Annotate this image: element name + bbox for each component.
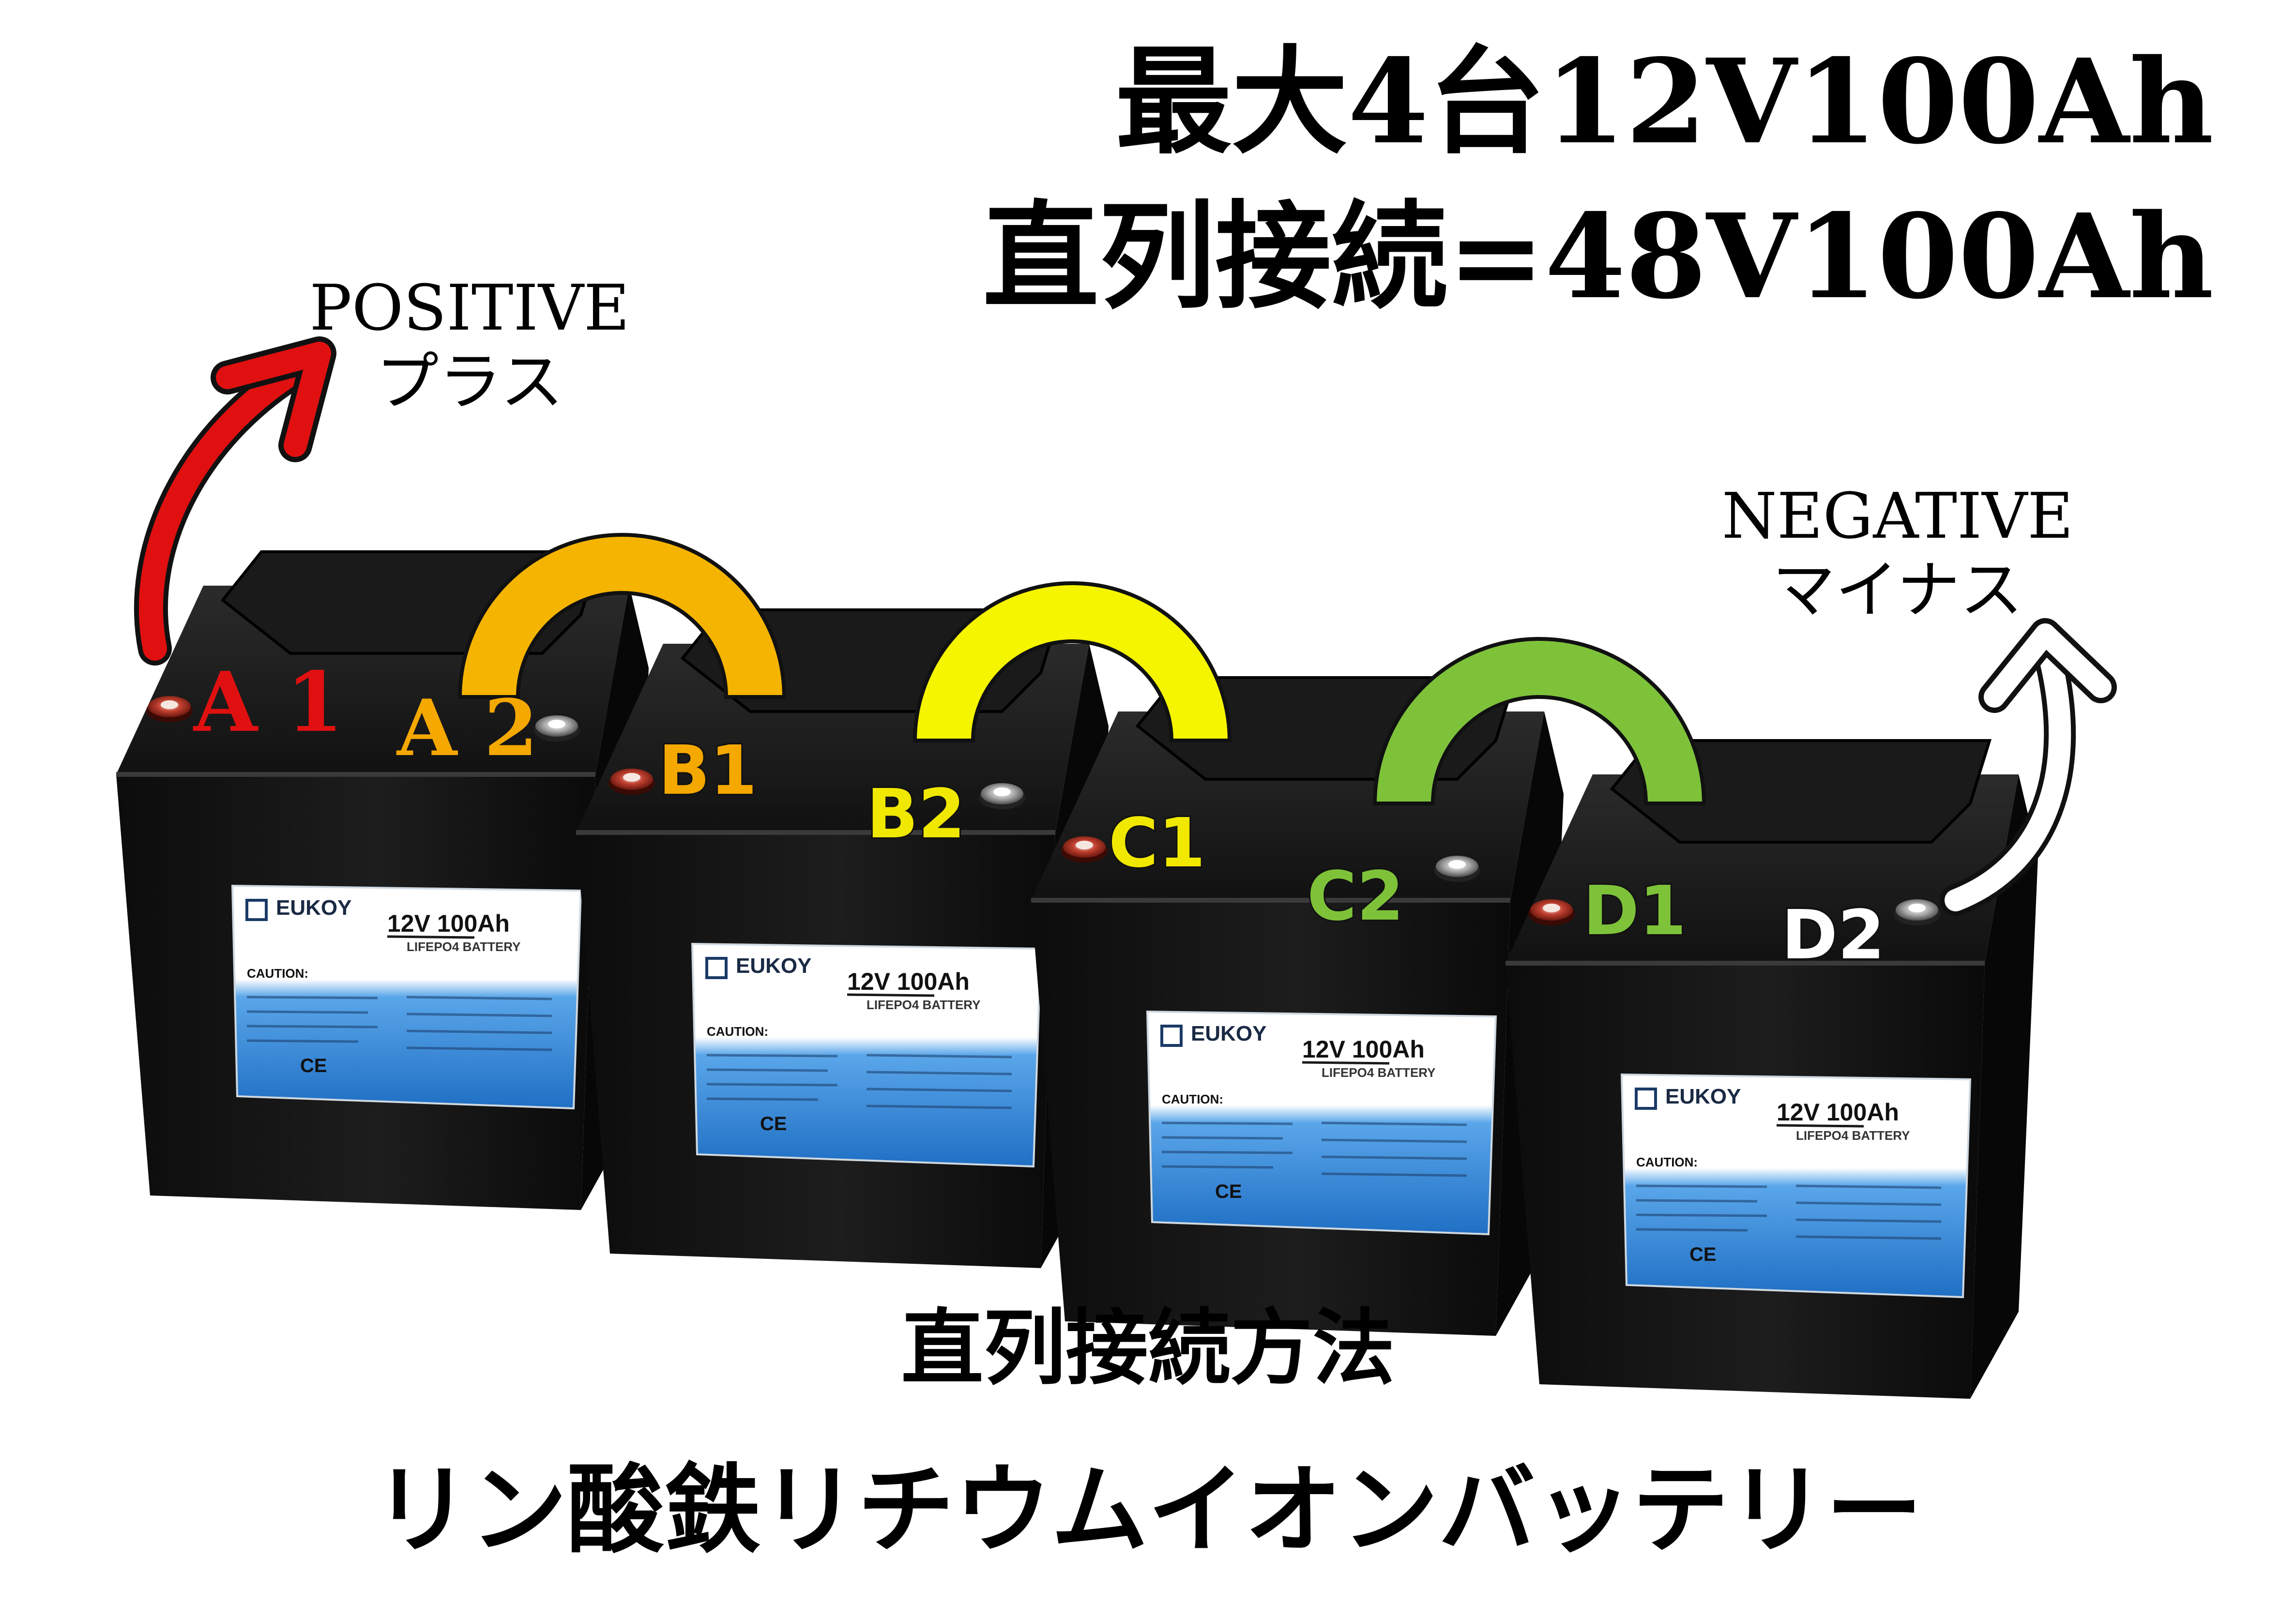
battery-model: 12V 100Ah	[1302, 1036, 1425, 1063]
battery-b: EUKOY 12V 100Ah LIFEPO4 BATTERY CAUTION:…	[576, 610, 1109, 1268]
negative-arrow	[1940, 618, 2117, 916]
battery-c-label: EUKOY 12V 100Ah LIFEPO4 BATTERY CAUTION:…	[1162, 1022, 1435, 1202]
title-line-1: 最大4台12V100Ah	[1115, 33, 2214, 170]
label-d2: D2	[1781, 896, 1885, 975]
terminal-c2	[1434, 856, 1480, 882]
jumper-b2-c1	[912, 581, 1232, 742]
battery-b-label: EUKOY 12V 100Ah LIFEPO4 BATTERY CAUTION:…	[707, 954, 980, 1135]
battery-caution: CAUTION:	[1636, 1155, 1698, 1169]
ce-mark: CE	[1689, 1244, 1717, 1265]
battery-brand: EUKOY	[276, 896, 351, 920]
battery-type: LIFEPO4 BATTERY	[1796, 1128, 1910, 1143]
negative-label: NEGATIVE マイナス	[1714, 479, 2082, 628]
battery-c: EUKOY 12V 100Ah LIFEPO4 BATTERY CAUTION:…	[1031, 678, 1564, 1336]
battery-model: 12V 100Ah	[1777, 1099, 1899, 1126]
battery-brand: EUKOY	[736, 954, 811, 978]
battery-caution: CAUTION:	[1162, 1092, 1223, 1106]
terminal-d2	[1894, 899, 1940, 925]
battery-type: LIFEPO4 BATTERY	[867, 998, 980, 1012]
battery-caution: CAUTION:	[247, 966, 308, 981]
label-d1: D1	[1583, 872, 1687, 951]
battery-caution: CAUTION:	[707, 1024, 768, 1039]
title-line-2: 直列接続=48V100Ah	[983, 188, 2214, 325]
positive-arrow	[134, 336, 336, 666]
label-a2: A 2	[396, 682, 538, 773]
ce-mark: CE	[1215, 1181, 1242, 1202]
label-b2: B2	[867, 775, 965, 854]
label-c2: C2	[1307, 857, 1404, 936]
terminal-b2	[979, 783, 1025, 809]
label-b1: B1	[658, 731, 757, 810]
battery-d-label: EUKOY 12V 100Ah LIFEPO4 BATTERY CAUTION:…	[1636, 1085, 1910, 1265]
ce-mark: CE	[300, 1055, 327, 1076]
jumper-c2-d1	[1372, 637, 1706, 805]
terminal-d1	[1528, 899, 1575, 925]
battery-model: 12V 100Ah	[387, 910, 510, 937]
terminal-a2	[533, 715, 580, 741]
terminal-a1	[146, 696, 193, 722]
label-a1: A 1	[193, 654, 343, 751]
battery-a: EUKOY 12V 100Ah LIFEPO4 BATTERY CAUTION:…	[116, 552, 649, 1210]
terminal-b1	[608, 769, 655, 795]
battery-a-label: EUKOY 12V 100Ah LIFEPO4 BATTERY CAUTION:…	[247, 896, 520, 1076]
label-c1: C1	[1109, 804, 1205, 883]
battery-type: LIFEPO4 BATTERY	[1322, 1065, 1435, 1080]
battery-brand: EUKOY	[1191, 1022, 1266, 1045]
jumper-a2-b1	[457, 533, 787, 699]
negative-label-en: NEGATIVE	[1721, 479, 2074, 553]
caption-battery-type: リン酸鉄リチウムイオンバッテリー	[373, 1453, 1923, 1567]
battery-d: EUKOY 12V 100Ah LIFEPO4 BATTERY CAUTION:…	[1505, 741, 2038, 1399]
positive-label: POSITIVE プラス	[300, 271, 639, 420]
terminal-c1	[1061, 836, 1108, 862]
positive-label-en: POSITIVE	[309, 271, 630, 345]
battery-type: LIFEPO4 BATTERY	[407, 939, 520, 954]
positive-label-jp: プラス	[376, 345, 563, 419]
caption-method: 直列接続方法	[901, 1300, 1395, 1396]
battery-brand: EUKOY	[1665, 1085, 1741, 1108]
ce-mark: CE	[760, 1113, 787, 1135]
battery-model: 12V 100Ah	[847, 968, 970, 995]
negative-label-jp: マイナス	[1772, 553, 2023, 627]
